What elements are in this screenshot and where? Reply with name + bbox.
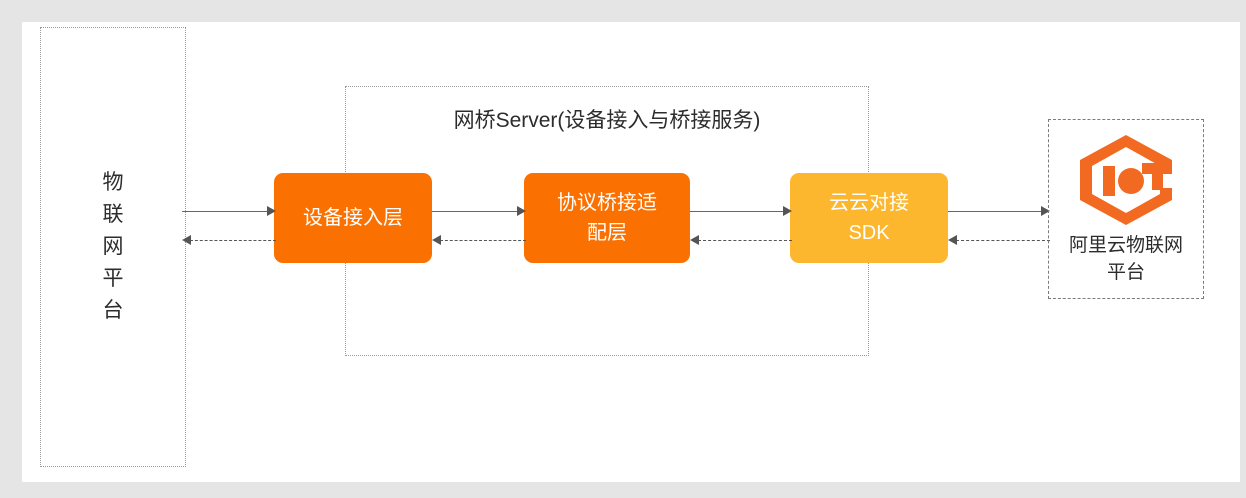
arrow-head-left-icon xyxy=(690,235,699,245)
arrow-line xyxy=(698,240,792,241)
arrow-line xyxy=(440,240,526,241)
arrow-aliyun-iot-platform-to-cloud-sdk xyxy=(948,234,1050,248)
node-device-access-layer-label: 设备接入层 xyxy=(303,203,403,233)
arrow-line xyxy=(690,211,784,212)
arrow-line xyxy=(948,211,1042,212)
arrow-line xyxy=(956,240,1050,241)
arrow-device-access-layer-to-iot-platform xyxy=(182,234,276,248)
group-iot-platform: 物 联 网 平 台 xyxy=(40,27,186,467)
arrow-device-access-layer-to-protocol-bridge-adapter xyxy=(432,205,526,219)
bridge-server-title: 网桥Server(设备接入与桥接服务) xyxy=(453,109,761,132)
iot-platform-label-char-4: 台 xyxy=(102,299,124,322)
node-label-line: 云云对接 xyxy=(829,192,909,214)
node-label-line: SDK xyxy=(848,222,890,244)
node-cloud-sdk[interactable]: 云云对接 SDK xyxy=(790,173,948,263)
arrow-line xyxy=(182,211,268,212)
arrow-line xyxy=(432,211,518,212)
group-aliyun-iot-platform: 阿里云物联网 平台 xyxy=(1048,119,1204,299)
aliyun-iot-platform-label: 阿里云物联网 平台 xyxy=(1049,232,1203,286)
arrow-cloud-sdk-to-aliyun-iot-platform xyxy=(948,205,1050,219)
arrow-head-right-icon xyxy=(517,206,526,216)
arrow-head-left-icon xyxy=(182,235,191,245)
arrow-head-right-icon xyxy=(783,206,792,216)
arrow-head-left-icon xyxy=(948,235,957,245)
diagram-canvas: 物 联 网 平 台 网桥Server(设备接入与桥接服务) 设备接入层 协议桥接… xyxy=(22,22,1240,482)
arrow-cloud-sdk-to-protocol-bridge-adapter xyxy=(690,234,792,248)
node-label-line: 协议桥接适 xyxy=(557,192,657,214)
arrow-head-right-icon xyxy=(1041,206,1050,216)
iot-platform-label-char-3: 平 xyxy=(102,267,124,290)
node-protocol-bridge-adapter[interactable]: 协议桥接适 配层 xyxy=(524,173,690,263)
iot-platform-label-char-2: 网 xyxy=(102,235,124,258)
node-protocol-bridge-adapter-label: 协议桥接适 配层 xyxy=(557,188,657,248)
arrow-protocol-bridge-adapter-to-cloud-sdk xyxy=(690,205,792,219)
node-label-line: 设备接入层 xyxy=(303,207,403,229)
node-device-access-layer[interactable]: 设备接入层 xyxy=(274,173,432,263)
node-label-line: 配层 xyxy=(587,222,627,244)
arrow-iot-platform-to-device-access-layer xyxy=(182,205,276,219)
arrow-head-right-icon xyxy=(267,206,276,216)
arrow-line xyxy=(190,240,276,241)
arrow-protocol-bridge-adapter-to-device-access-layer xyxy=(432,234,526,248)
iot-platform-label: 物 联 网 平 台 xyxy=(41,28,185,466)
aliyun-iot-label-line: 阿里云物联网 xyxy=(1068,235,1183,256)
aliyun-iot-label-line: 平台 xyxy=(1106,262,1145,283)
arrow-head-left-icon xyxy=(432,235,441,245)
iot-platform-label-char-1: 联 xyxy=(102,203,124,226)
aliyun-iot-logo-icon xyxy=(1080,135,1172,225)
iot-platform-label-char-0: 物 xyxy=(102,171,124,194)
node-cloud-sdk-label: 云云对接 SDK xyxy=(829,188,909,248)
